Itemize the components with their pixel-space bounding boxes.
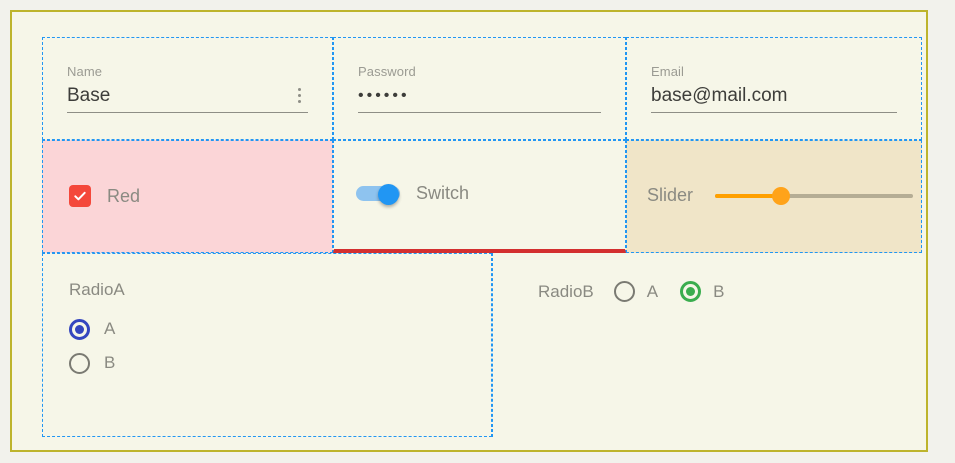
name-input[interactable]: Base [67,85,111,106]
name-field[interactable]: Name Base [67,64,308,113]
radio-inner-dot [686,287,696,296]
password-input[interactable]: •••••• [358,87,410,104]
red-checkbox-label: Red [107,185,141,206]
radio-button-unselected[interactable] [69,352,90,374]
password-field-row[interactable]: •••••• [358,84,601,113]
red-checkbox-row[interactable]: Red [69,185,140,207]
cell-switch: Switch [333,140,626,253]
radio-group-a-title: RadioA [69,280,125,299]
password-field[interactable]: Password •••••• [358,64,601,113]
slider-control[interactable] [715,186,914,206]
cell-email-field: Email base@mail.com [626,37,922,140]
email-field-label: Email [651,64,685,79]
email-field-row[interactable]: base@mail.com [651,84,897,113]
radio-group-b-title: RadioB [538,281,594,301]
switch-label: Switch [416,183,470,203]
name-field-row[interactable]: Base [67,84,308,113]
kebab-menu-icon[interactable] [290,84,308,106]
cell-name-field: Name Base [42,37,333,140]
radio-a-option-a[interactable]: A [69,312,125,346]
radio-b-option-a-label: A [646,281,659,301]
cell-password-field: Password •••••• [333,37,626,140]
red-checkbox[interactable] [69,185,91,207]
cell-radio-group-a: RadioA A B [42,253,492,437]
radio-b-option-a[interactable]: A [613,281,659,302]
radio-b-option-b-label: B [713,281,725,301]
switch-toggle[interactable] [356,184,400,205]
slider-label: Slider [647,185,694,205]
password-field-label: Password [358,64,416,79]
cell-checkbox: Red [42,140,333,253]
form-panel: Name Base Password •••••• [10,10,928,452]
switch-row[interactable]: Switch [356,183,470,205]
slider-fill [715,193,782,198]
cell-radio-group-b: RadioB A B [492,253,922,437]
slider-rail[interactable] [715,193,914,198]
check-icon [74,191,86,201]
radio-group-a: RadioA A B [69,280,125,380]
radio-b-option-b[interactable]: B [680,281,724,302]
email-field[interactable]: Email base@mail.com [651,64,897,113]
name-field-label: Name [67,64,103,79]
radio-inner-dot [75,324,84,334]
radio-button-selected[interactable] [69,318,90,340]
slider-thumb[interactable] [772,186,791,205]
email-input[interactable]: base@mail.com [651,85,788,106]
radio-button-unselected[interactable] [613,281,635,302]
radio-button-selected[interactable] [680,281,702,302]
form-grid: Name Base Password •••••• [42,37,922,437]
radio-a-option-a-label: A [104,319,116,338]
radio-group-b: RadioB A B [538,281,746,302]
cell-slider: Slider [626,140,922,253]
radio-a-option-b[interactable]: B [69,346,125,380]
radio-a-option-b-label: B [104,353,116,372]
switch-thumb[interactable] [378,184,399,205]
slider-row[interactable]: Slider [647,185,914,206]
